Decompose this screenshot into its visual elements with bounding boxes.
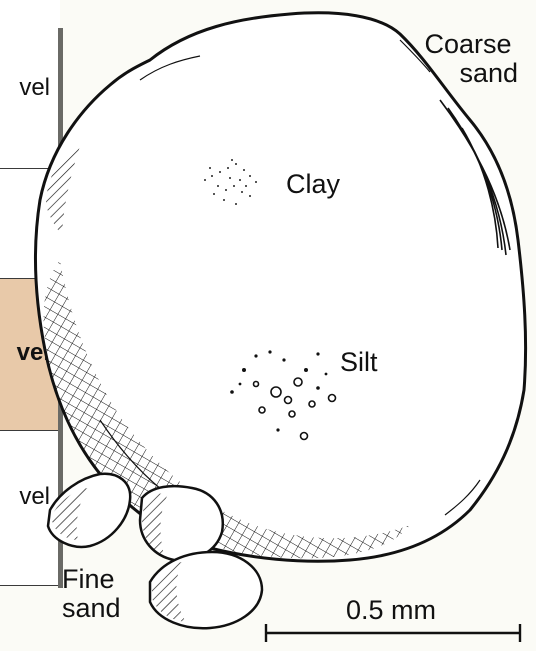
clay-label: Clay bbox=[286, 170, 356, 199]
scale-bar-label: 0.5 mm bbox=[316, 596, 466, 625]
silt-label: Silt bbox=[340, 348, 400, 377]
coarse-sand-label: Coarse sand bbox=[408, 30, 528, 88]
fine-sand-label: Fine sand bbox=[62, 565, 142, 623]
coarse-sand-label-line2: sand bbox=[408, 59, 528, 88]
fine-sand-label-line1: Fine bbox=[62, 565, 132, 594]
fine-sand-label-line2: sand bbox=[62, 594, 132, 623]
coarse-sand-label-line1: Coarse bbox=[408, 30, 528, 59]
scale-bar bbox=[266, 624, 520, 642]
